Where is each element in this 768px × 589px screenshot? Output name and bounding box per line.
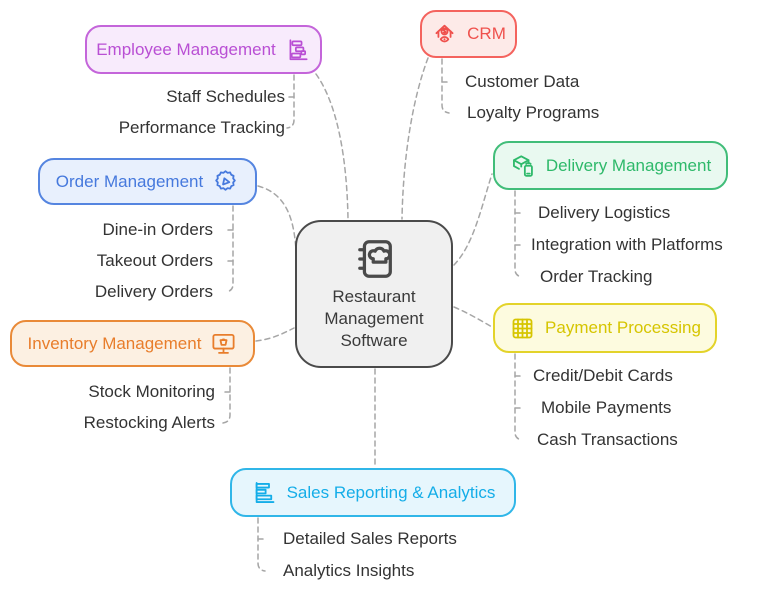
node-employee-management: Employee Management xyxy=(85,25,322,74)
leaf-loyalty-programs: Loyalty Programs xyxy=(467,103,600,122)
leaf-stock-monitoring: Stock Monitoring xyxy=(88,382,215,401)
node-order-management: Order Management xyxy=(38,158,257,205)
center-label-line1: Restaurant xyxy=(332,287,416,306)
connector-order-center xyxy=(257,185,297,251)
node-payment-processing-label: Payment Processing xyxy=(545,318,701,337)
gear-badge-icon xyxy=(212,168,239,195)
leaf-cash-transactions: Cash Transactions xyxy=(537,430,678,449)
center-label-line3: Software xyxy=(340,331,408,350)
leaf-analytics-insights: Analytics Insights xyxy=(283,561,415,580)
monitor-basket-icon xyxy=(210,330,237,357)
rail-employee xyxy=(286,74,295,129)
rail-crm xyxy=(441,58,450,114)
connector-crm-center xyxy=(401,57,429,220)
leaf-detailed-sales-reports: Detailed Sales Reports xyxy=(283,529,457,548)
rail-sales xyxy=(257,517,266,572)
connector-delivery-center xyxy=(453,173,493,266)
rail-order xyxy=(225,205,234,293)
node-employee-management-label: Employee Management xyxy=(96,39,276,59)
connector-inventory-center xyxy=(255,327,295,342)
connector-payment-center xyxy=(453,306,493,328)
node-inventory-management: Inventory Management xyxy=(10,320,255,367)
table-grid-icon xyxy=(509,315,536,342)
rail-inventory xyxy=(222,367,231,424)
center-label: Restaurant Management Software xyxy=(324,286,423,352)
leaf-restocking-alerts: Restocking Alerts xyxy=(83,413,215,432)
node-sales-reporting-analytics: Sales Reporting & Analytics xyxy=(230,468,516,517)
leaf-credit-debit-cards: Credit/Debit Cards xyxy=(533,366,673,385)
node-order-management-label: Order Management xyxy=(55,171,204,191)
house-dollar-eye-icon xyxy=(431,21,458,48)
gantt-chart-icon xyxy=(285,37,311,63)
leaf-integration-platforms: Integration with Platforms xyxy=(531,235,723,254)
leaf-dine-in-orders: Dine-in Orders xyxy=(102,220,213,239)
package-phone-icon xyxy=(510,152,537,179)
leaf-performance-tracking: Performance Tracking xyxy=(118,118,285,137)
leaf-customer-data: Customer Data xyxy=(465,72,580,91)
leaf-order-tracking: Order Tracking xyxy=(540,267,653,286)
connector-employee-center xyxy=(315,73,349,220)
leaf-staff-schedules: Staff Schedules xyxy=(166,87,285,106)
node-delivery-management: Delivery Management xyxy=(493,141,728,190)
leaf-delivery-logistics: Delivery Logistics xyxy=(538,203,671,222)
leaf-takeout-orders: Takeout Orders xyxy=(96,251,213,270)
node-payment-processing: Payment Processing xyxy=(493,303,717,353)
center-label-line2: Management xyxy=(324,309,424,328)
node-crm: CRM xyxy=(420,10,517,58)
horizontal-bar-chart-icon xyxy=(251,479,278,506)
node-restaurant-management-software: Restaurant Management Software xyxy=(295,220,453,368)
leaf-delivery-orders: Delivery Orders xyxy=(94,282,213,301)
leaf-mobile-payments: Mobile Payments xyxy=(541,398,672,417)
rail-delivery xyxy=(514,190,523,278)
node-crm-label: CRM xyxy=(467,24,506,43)
rail-payment xyxy=(514,353,523,441)
node-delivery-management-label: Delivery Management xyxy=(545,155,712,175)
node-inventory-management-label: Inventory Management xyxy=(27,333,202,353)
node-sales-reporting-analytics-label: Sales Reporting & Analytics xyxy=(286,482,496,502)
recipe-book-chef-hat-icon xyxy=(351,236,397,282)
